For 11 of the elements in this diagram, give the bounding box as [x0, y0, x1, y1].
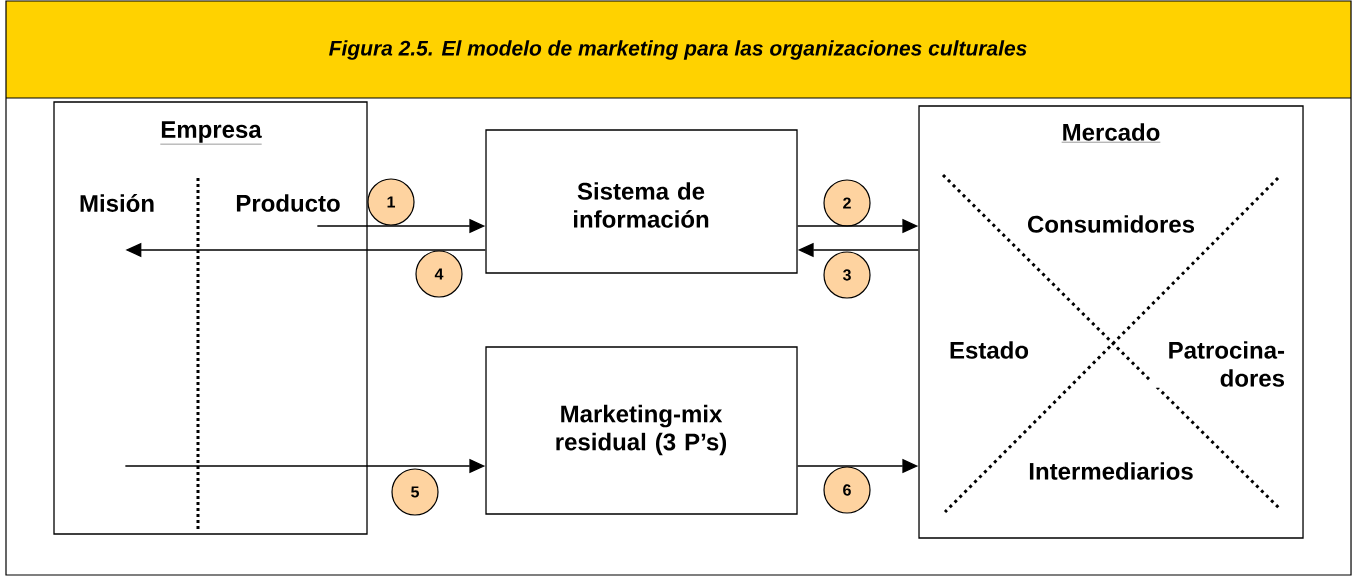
figure-title: Figura 2.5. El modelo de marketing para las organizaciones culturales [329, 40, 1027, 60]
callout-number: 1 [367, 178, 415, 226]
callout-number: 6 [823, 466, 871, 514]
company-box: Empresa Misión Producto [53, 101, 368, 535]
callout-number: 2 [823, 179, 871, 227]
process-box: Marketing-mix residual (3 P’s) [485, 346, 798, 515]
callout-number: 5 [391, 468, 439, 516]
process-box: Sistema de información [485, 129, 798, 274]
callout-number: 3 [823, 251, 871, 299]
callout-number: 4 [415, 250, 463, 298]
market-box: Mercado Consumidores Estado Patrocina- dores Intermediarios [918, 105, 1304, 539]
